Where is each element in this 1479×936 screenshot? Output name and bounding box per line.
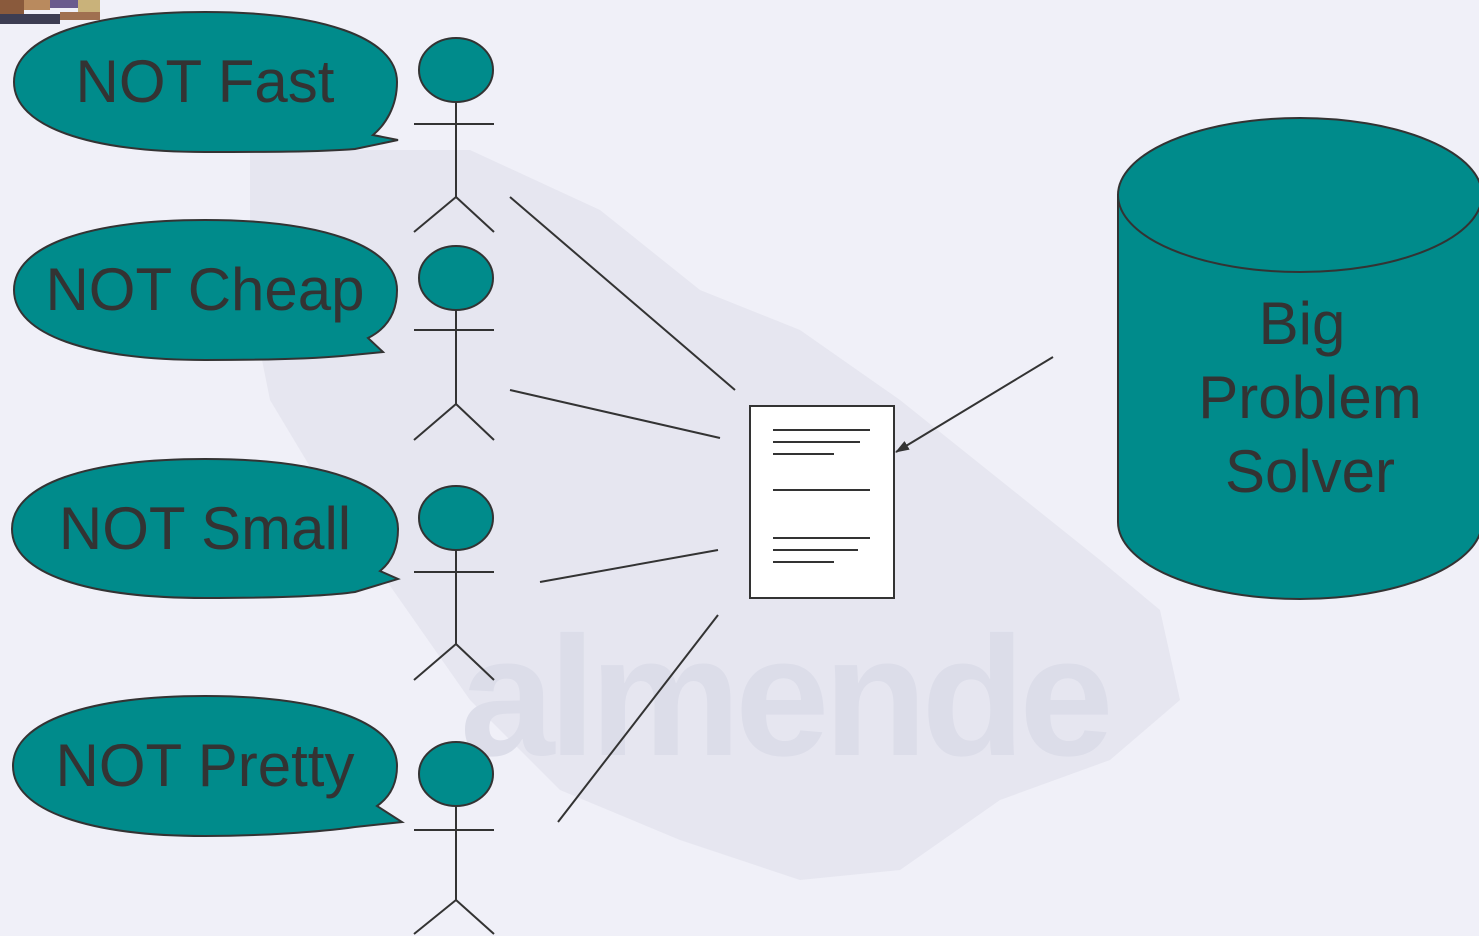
database-label-line-3: Solver <box>1225 438 1395 505</box>
bubble-label: NOT Fast <box>76 48 335 115</box>
connector-line <box>539 549 719 583</box>
stick-figure-icon <box>413 245 495 441</box>
connector-line <box>509 389 721 439</box>
connector-line <box>557 614 719 823</box>
document-icon <box>749 405 895 599</box>
watermark-text: almende <box>460 602 1108 792</box>
speech-bubble-not-small: NOT Small <box>10 457 401 600</box>
stick-figure-icon <box>413 741 495 935</box>
corner-logo-icon <box>0 0 100 24</box>
watermark: almende <box>250 150 1180 880</box>
stick-figure-icon <box>413 485 495 681</box>
watermark-map-shape <box>250 150 1180 880</box>
cylinder-icon: Big Problem Solver <box>1117 117 1479 600</box>
speech-bubble-not-cheap: NOT Cheap <box>12 218 399 362</box>
arrow-database-to-document <box>895 356 1054 453</box>
speech-bubble-not-fast: NOT Fast <box>12 10 399 154</box>
database-label-line-2: Problem <box>1198 364 1421 431</box>
bubble-label: NOT Pretty <box>56 732 355 799</box>
database-label-line-1: Big <box>1259 290 1346 357</box>
bubble-label: NOT Small <box>59 495 351 562</box>
actor-connectors <box>509 196 736 823</box>
stick-figure-icon <box>413 37 495 233</box>
connector-line <box>509 196 736 391</box>
bubble-label: NOT Cheap <box>45 256 364 323</box>
speech-bubble-not-pretty: NOT Pretty <box>11 694 405 838</box>
